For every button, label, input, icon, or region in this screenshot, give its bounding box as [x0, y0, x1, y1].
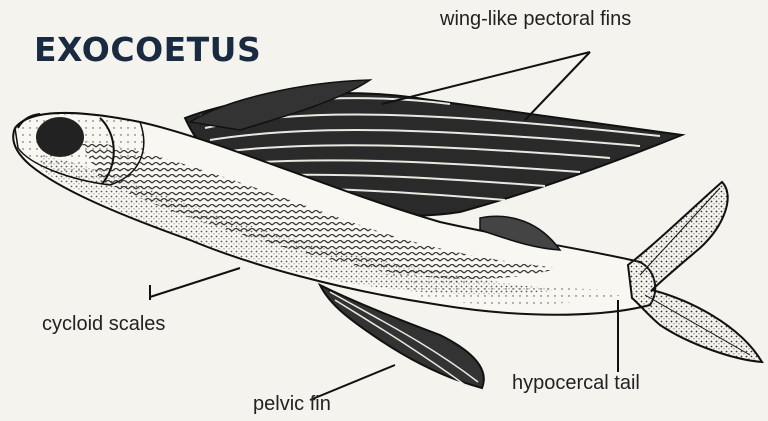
leader-cycloid — [150, 268, 240, 297]
tail-fin — [628, 182, 762, 362]
label-pectoral-fins: wing-like pectoral fins — [440, 8, 631, 31]
eye — [36, 117, 84, 157]
label-hypocercal-tail: hypocercal tail — [512, 372, 640, 395]
label-pelvic-fin: pelvic fin — [253, 393, 331, 416]
leader-pectoral-1 — [382, 52, 590, 104]
label-cycloid-scales: cycloid scales — [42, 313, 165, 336]
diagram-title: EXOCOETUS — [34, 30, 261, 69]
leader-pectoral-2 — [525, 52, 590, 120]
